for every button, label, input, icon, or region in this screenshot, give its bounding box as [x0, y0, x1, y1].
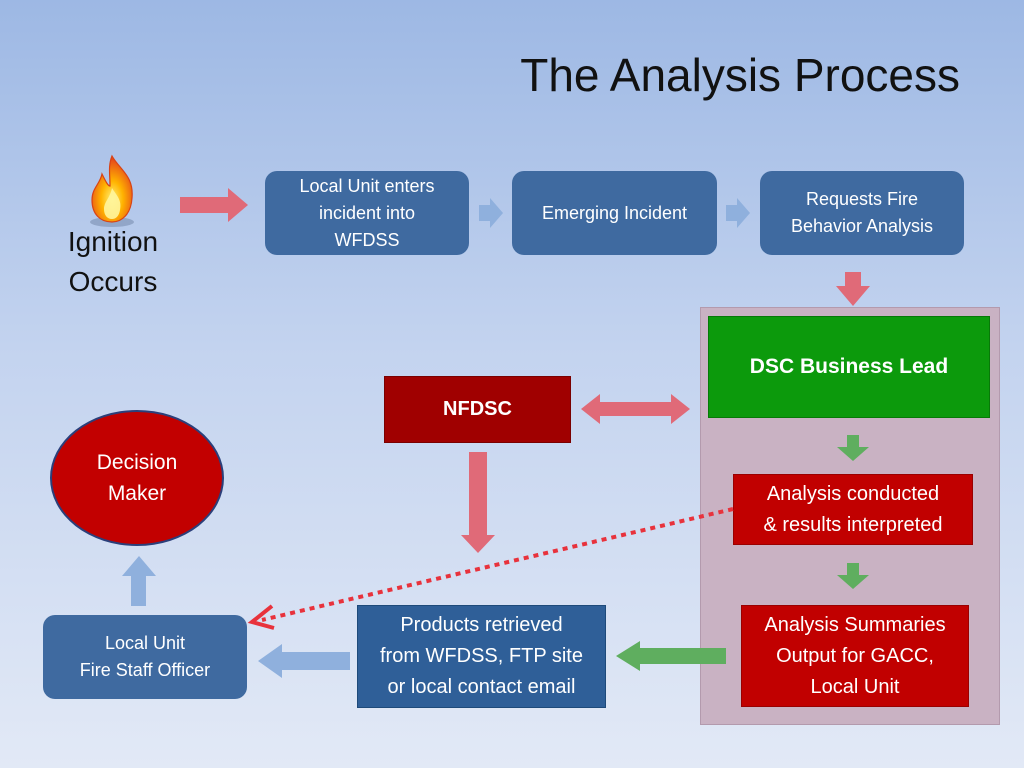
text-line: Analysis Summaries: [764, 613, 946, 636]
text-line: Maker: [107, 482, 167, 505]
arrow-left-icon: [258, 644, 350, 678]
text-line: incident into: [318, 202, 416, 223]
local-unit-enters-box: Local Unit enters incident into WFDSS: [265, 171, 469, 255]
flame-icon: [90, 154, 134, 227]
arrow-up-icon: [122, 556, 156, 606]
text-line: Requests Fire: [805, 189, 919, 209]
double-arrow-icon: [581, 394, 690, 424]
text-line: Local Unit: [104, 633, 186, 653]
arrow-right-icon: [726, 198, 750, 228]
dotted-arrow-line: [261, 507, 734, 622]
ignition-line2: Occurs: [68, 266, 158, 297]
dsc-business-lead-box: DSC Business Lead: [708, 316, 990, 418]
local-unit-officer-box: Local Unit Fire Staff Officer: [43, 615, 247, 699]
text-line: Output for GACC,: [776, 644, 934, 667]
page-title: The Analysis Process: [520, 49, 960, 101]
arrow-left-icon: [616, 641, 726, 671]
arrow-down-icon: [461, 452, 495, 553]
arrow-right-icon: [479, 198, 503, 228]
arrow-head-icon: [247, 604, 275, 630]
decision-maker-node: Decision Maker: [50, 410, 224, 546]
nfdsc-box: NFDSC: [384, 376, 571, 443]
text-line: Behavior Analysis: [790, 216, 934, 236]
text-line: WFDSS: [334, 229, 400, 250]
text-line: Fire Staff Officer: [79, 660, 211, 680]
text-line: & results interpreted: [763, 513, 943, 536]
arrow-down-icon: [837, 435, 869, 461]
ignition-label: Ignition Occurs: [48, 222, 178, 302]
products-retrieved-box: Products retrieved from WFDSS, FTP site …: [357, 605, 606, 708]
text-line: Decision: [96, 451, 178, 474]
analysis-summaries-box: Analysis Summaries Output for GACC, Loca…: [741, 605, 969, 707]
analysis-conducted-box: Analysis conducted & results interpreted: [733, 474, 973, 545]
arrow-down-icon: [836, 272, 870, 306]
text-line: DSC Business Lead: [749, 355, 949, 378]
text-line: Local Unit enters: [299, 175, 435, 196]
text-line: or local contact email: [387, 676, 576, 698]
text-line: from WFDSS, FTP site: [380, 645, 583, 667]
text-line: Emerging Incident: [541, 202, 688, 223]
text-line: Products retrieved: [400, 614, 563, 636]
arrow-down-icon: [837, 563, 869, 589]
ignition-line1: Ignition: [67, 226, 159, 257]
text-line: Analysis conducted: [766, 482, 940, 505]
text-line: NFDSC: [443, 398, 512, 420]
requests-fire-box: Requests Fire Behavior Analysis: [760, 171, 964, 255]
arrow-right-icon: [180, 188, 248, 222]
emerging-incident-box: Emerging Incident: [512, 171, 717, 255]
text-line: Local Unit: [810, 675, 900, 698]
